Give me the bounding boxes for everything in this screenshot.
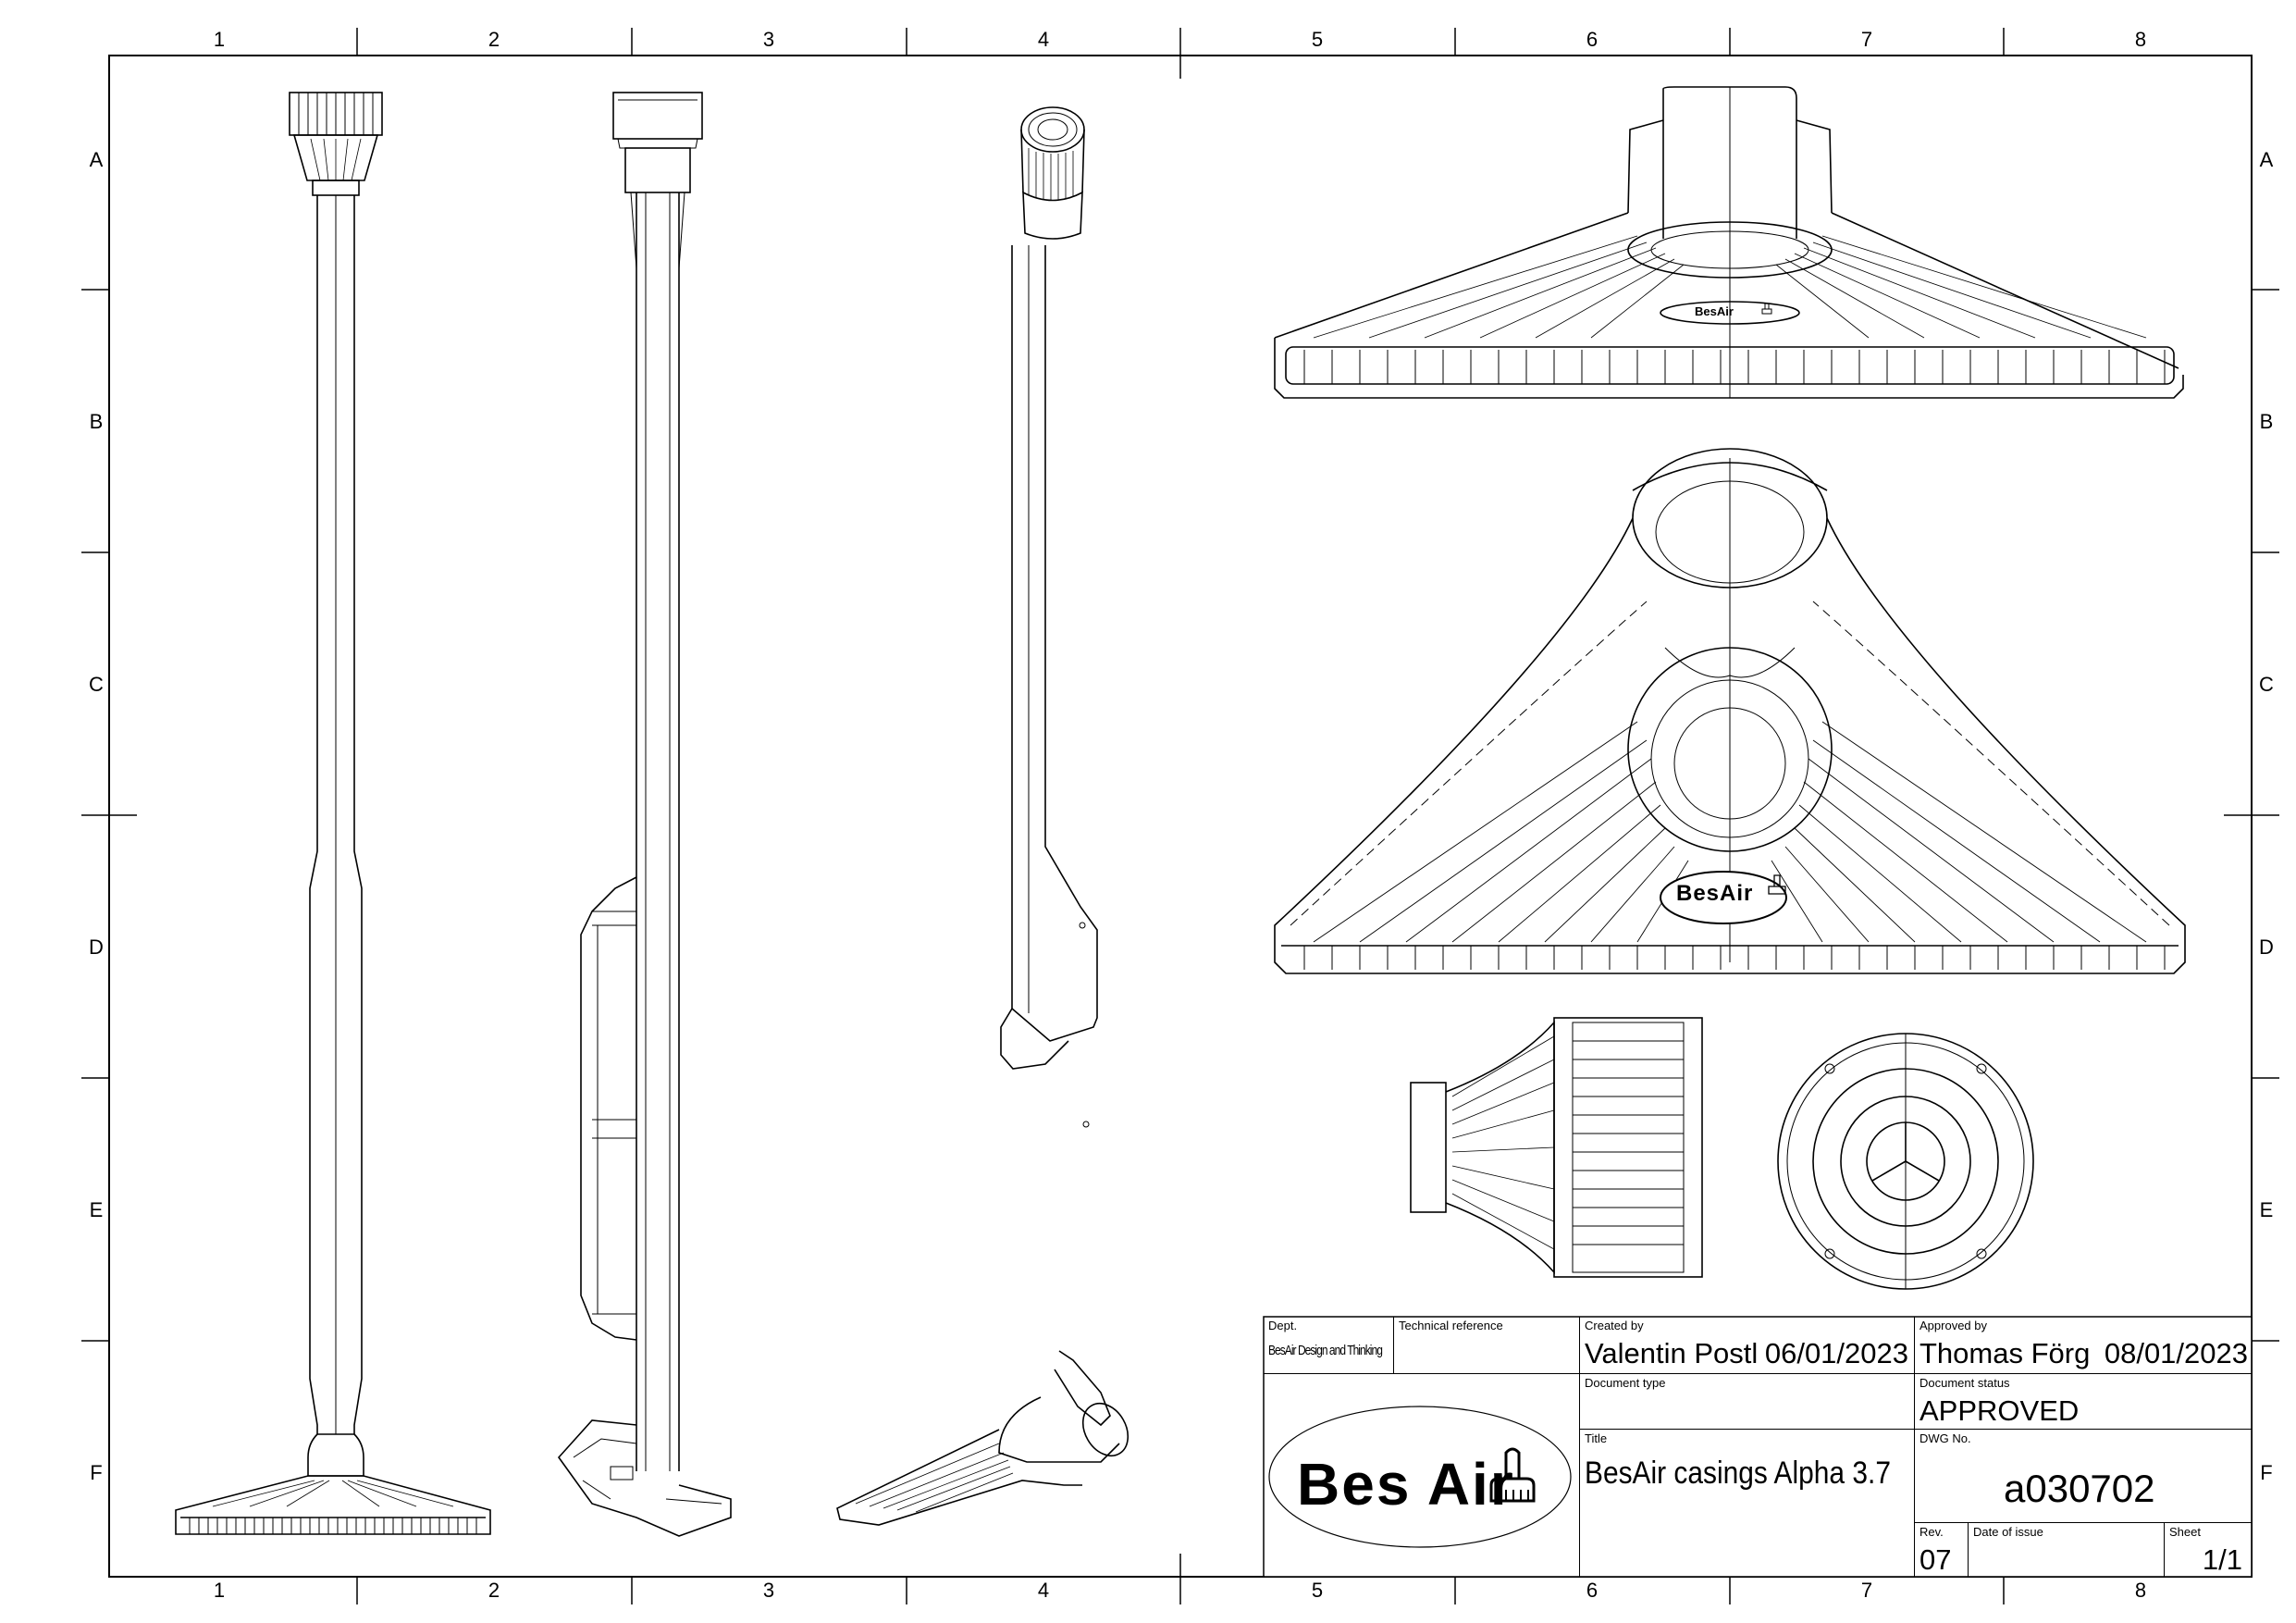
zone-row-label: D (89, 935, 104, 959)
cap-side-view (1410, 1017, 1703, 1278)
zone-row-label: D (2259, 935, 2274, 959)
zone-col-label: 1 (213, 28, 226, 51)
tech-ref-label: Technical reference (1399, 1319, 1503, 1332)
dwg-no-cell: DWG No. a030702 (1915, 1430, 2252, 1523)
zone-col-label: 6 (1586, 1579, 1599, 1602)
created-by-name: Valentin Postl (1585, 1337, 1759, 1369)
cap-end-view (1777, 1033, 2034, 1290)
zone-col-label: 5 (1311, 28, 1324, 51)
title-block-frame (1263, 1316, 2253, 1578)
title-cell: Title BesAir casings Alpha 3.7 (1580, 1430, 1915, 1577)
rev-cell: Rev. 07 (1915, 1523, 1969, 1577)
logo-text: Bes Air (1297, 1451, 1515, 1518)
zone-col-label: 4 (1037, 1579, 1050, 1602)
zone-row-label: F (90, 1461, 103, 1484)
zone-col-label: 1 (213, 1579, 226, 1602)
zone-col-label: 6 (1586, 28, 1599, 51)
zone-row-label: E (89, 1198, 104, 1221)
zone-row-label: F (2260, 1461, 2273, 1484)
zone-col-label: 7 (1860, 28, 1873, 51)
doc-status-label: Document status (1920, 1376, 2010, 1390)
zone-col-label: 3 (762, 1579, 775, 1602)
zone-col-label: 4 (1037, 28, 1050, 51)
zone-col-label: 2 (488, 28, 500, 51)
zone-row-label: B (89, 410, 104, 433)
approved-by-cell: Approved by Thomas Förg 08/01/2023 (1915, 1317, 2252, 1374)
doc-status: APPROVED (1920, 1394, 2080, 1427)
dept-label: Dept. (1268, 1319, 1298, 1332)
dwg-no: a030702 (2004, 1467, 2155, 1510)
dwg-no-label: DWG No. (1920, 1431, 1971, 1445)
zone-ticks (81, 28, 2279, 1604)
nozzle-top-view (1274, 448, 2186, 974)
rev: 07 (1920, 1543, 1952, 1576)
zone-col-label: 3 (762, 28, 775, 51)
nozzle-logo-oval (1660, 871, 1787, 924)
doc-type-label: Document type (1585, 1376, 1666, 1390)
created-by-cell: Created by Valentin Postl 06/01/2023 (1580, 1317, 1915, 1374)
doc-status-cell: Document status APPROVED (1915, 1374, 2252, 1430)
created-by-label: Created by (1585, 1319, 1644, 1332)
zone-row-label: A (2259, 148, 2274, 171)
brush-logo-icon (1489, 1447, 1536, 1503)
nozzle-front-view (1274, 86, 2184, 399)
doc-type-cell: Document type (1580, 1374, 1915, 1430)
logo-oval (1268, 1406, 1572, 1548)
title-block: Dept. BesAir Design and Thinking Technic… (1264, 1317, 2252, 1577)
date-of-issue-label: Date of issue (1973, 1525, 2043, 1539)
nozzle-brand-mark: BesAir (1676, 881, 1754, 906)
zone-col-label: 2 (488, 1579, 500, 1602)
zone-col-label: 7 (1860, 1579, 1873, 1602)
tiny-brush-icon (1761, 303, 1772, 315)
front-view (175, 92, 491, 1535)
approved-date: 08/01/2023 (2104, 1337, 2248, 1369)
zone-row-label: C (89, 673, 104, 696)
sheet-label: Sheet (2169, 1525, 2201, 1539)
zone-row-label: E (2259, 1198, 2274, 1221)
zone-row-label: A (89, 148, 104, 171)
created-date: 06/01/2023 (1764, 1337, 1908, 1369)
zone-col-label: 5 (1311, 1579, 1324, 1602)
drawing-title: BesAir casings Alpha 3.7 (1585, 1456, 1891, 1491)
logo-cell: Bes Air (1264, 1374, 1580, 1577)
date-of-issue-cell: Date of issue (1969, 1523, 2165, 1577)
sheet-cell: Sheet 1/1 (2165, 1523, 2252, 1577)
zone-col-label: 8 (2134, 1579, 2147, 1602)
small-brush-icon (1768, 874, 1786, 895)
tech-ref-cell: Technical reference (1394, 1317, 1580, 1374)
zone-col-label: 8 (2134, 28, 2147, 51)
title-label: Title (1585, 1431, 1608, 1445)
sheet: 1/1 (2202, 1543, 2242, 1576)
zone-row-label: C (2259, 673, 2274, 696)
approved-by-name: Thomas Förg (1920, 1337, 2091, 1369)
dept-cell: Dept. BesAir Design and Thinking (1264, 1317, 1394, 1374)
nozzle-front-brand-mark: BesAir (1695, 304, 1734, 318)
zone-row-label: B (2259, 410, 2274, 433)
isometric-view (836, 106, 1129, 1526)
side-view (557, 92, 732, 1537)
rev-label: Rev. (1920, 1525, 1944, 1539)
approved-by-label: Approved by (1920, 1319, 1987, 1332)
dept-value: BesAir Design and Thinking (1268, 1343, 1383, 1358)
